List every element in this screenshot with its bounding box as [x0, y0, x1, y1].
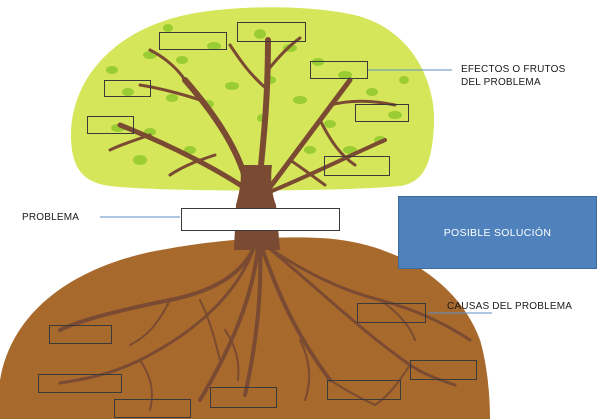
- problem-label: PROBLEMA: [22, 212, 80, 223]
- problem-box[interactable]: [181, 208, 340, 231]
- effect-box[interactable]: [87, 116, 134, 134]
- roots: [58, 243, 472, 411]
- possible-solution-box[interactable]: POSIBLE SOLUCIÓN: [398, 196, 597, 269]
- soil-mound: [0, 237, 490, 419]
- effect-box[interactable]: [310, 61, 368, 79]
- effect-box[interactable]: [104, 80, 151, 97]
- possible-solution-label: POSIBLE SOLUCIÓN: [443, 226, 552, 239]
- cause-box[interactable]: [410, 360, 477, 380]
- effect-box[interactable]: [159, 32, 227, 50]
- cause-box[interactable]: [38, 374, 122, 393]
- effect-box[interactable]: [324, 156, 390, 176]
- effects-label: EFECTOS O FRUTOS DEL PROBLEMA: [461, 63, 566, 89]
- cause-box[interactable]: [49, 325, 112, 344]
- connector-lines: [100, 69, 492, 314]
- cause-box[interactable]: [114, 399, 191, 418]
- effects-label-line1: EFECTOS O FRUTOS: [461, 64, 566, 75]
- causes-label: CAUSAS DEL PROBLEMA: [447, 301, 573, 312]
- cause-box[interactable]: [327, 380, 401, 400]
- cause-box[interactable]: [210, 387, 277, 408]
- effect-box[interactable]: [355, 104, 409, 122]
- effect-box[interactable]: [237, 22, 306, 42]
- effects-label-line2: DEL PROBLEMA: [461, 77, 541, 88]
- cause-box[interactable]: [357, 303, 426, 323]
